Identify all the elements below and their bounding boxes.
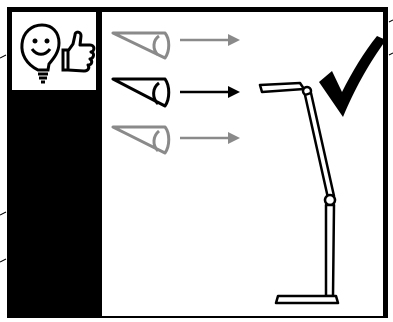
desk-lamp-icon [258, 81, 340, 305]
eye-icon-below [111, 125, 171, 155]
arrow-right-icon-above [180, 34, 240, 46]
eye-icon-above [111, 31, 171, 60]
tip-icon-box [12, 12, 96, 90]
arrow-right-icon-correct [180, 86, 240, 98]
arrow-right-icon-below [180, 132, 240, 144]
eye-icon-correct [111, 77, 171, 108]
checkmark-icon [319, 36, 386, 117]
main-canvas [102, 12, 383, 316]
lightbulb-thumbs-up-icon [20, 23, 96, 84]
